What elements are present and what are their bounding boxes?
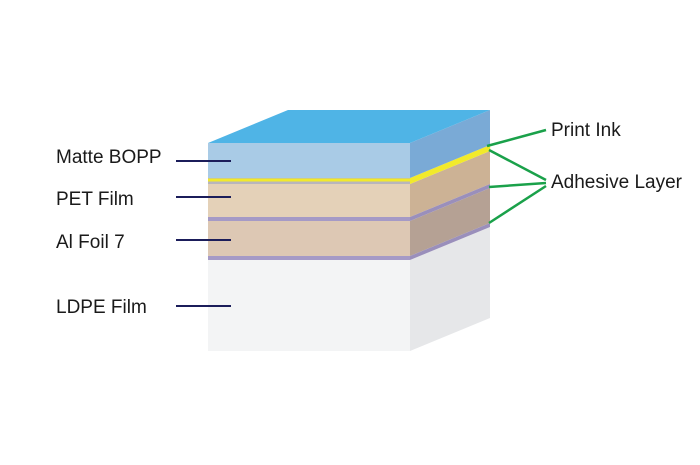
adhesive-layer-upper-side: [410, 184, 490, 221]
pet-front-face: [208, 184, 410, 217]
print-ink-corner-edge: [409, 145, 491, 182]
adhesive-layer-upper-front: [208, 217, 410, 221]
adhesive-layer-lower-side: [410, 223, 490, 260]
foil-side-face: [410, 188, 490, 256]
leader-adhesive-3: [488, 184, 547, 225]
ldpe-side-face: [410, 227, 490, 351]
pet-side-face: [410, 151, 490, 217]
bopp-side-face: [410, 110, 490, 178]
label-adhesive-layer: Adhesive Layer: [551, 172, 683, 193]
adhesive-layer-lower-front: [208, 256, 410, 260]
label-pet-film: PET Film: [56, 189, 134, 210]
label-al-foil: Al Foil 7: [56, 232, 125, 253]
leader-adhesive-1: [488, 148, 547, 182]
leader-adhesive-2: [488, 181, 547, 189]
label-print-ink: Print Ink: [551, 120, 621, 141]
ldpe-front-face: [208, 260, 410, 351]
leader-print-ink: [486, 128, 547, 148]
label-matte-bopp: Matte BOPP: [56, 147, 162, 168]
foil-front-face: [208, 221, 410, 256]
label-ldpe-film: LDPE Film: [56, 297, 147, 318]
bopp-front-face: [208, 143, 410, 178]
bopp-top-face: [208, 110, 490, 143]
